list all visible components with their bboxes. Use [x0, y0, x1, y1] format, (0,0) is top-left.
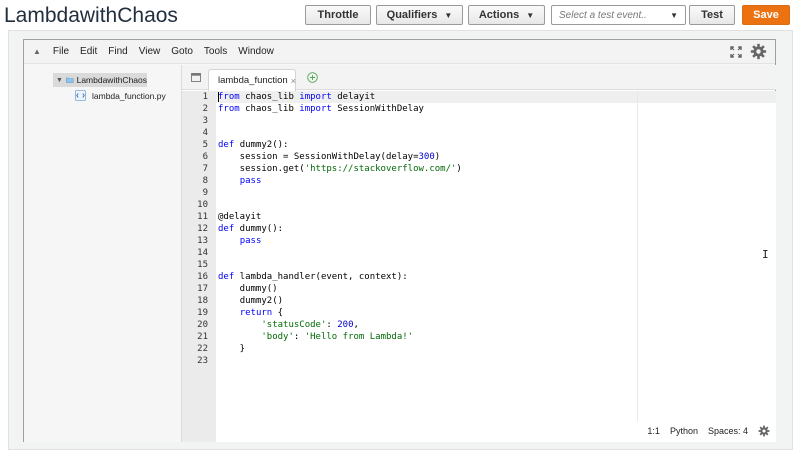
line-number: 16	[197, 272, 208, 282]
line-number: 1	[202, 92, 208, 102]
tree-root-label: LambdawithChaos	[76, 75, 147, 85]
tab-bar: lambda_function ×	[182, 65, 776, 91]
line-number: 4	[202, 128, 208, 138]
line-number: 23	[197, 356, 208, 366]
menu-find[interactable]: Find	[108, 46, 128, 57]
line-number: 22	[197, 344, 208, 354]
code-line: from chaos_lib import SessionWithDelay	[218, 104, 424, 114]
tab-lambda-function[interactable]: lambda_function ×	[208, 69, 296, 91]
menu-edit[interactable]: Edit	[80, 46, 98, 57]
caret-down-icon: ▼	[670, 10, 678, 20]
code-line: def dummy2():	[218, 140, 289, 150]
tree-file-item[interactable]: lambda_function.py	[75, 90, 166, 101]
code-line: def dummy():	[218, 224, 284, 234]
save-label: Save	[753, 9, 779, 21]
line-number: 13	[197, 236, 208, 246]
code-line: from chaos_lib import delayit	[218, 92, 376, 102]
code-line: }	[218, 344, 246, 354]
code-line: dummy()	[218, 284, 278, 294]
line-number: 2	[202, 104, 208, 114]
code-line: def lambda_handler(event, context):	[218, 272, 408, 282]
code-editor[interactable]: from chaos_lib import delayit from chaos_…	[216, 91, 776, 442]
expand-arrow-icon[interactable]: ▼	[56, 76, 63, 84]
qualifiers-dropdown[interactable]: Qualifiers ▼	[376, 5, 463, 25]
file-tree: ▼ LambdawithChaos lambda_function.py	[24, 65, 181, 442]
qualifiers-label: Qualifiers	[386, 9, 438, 21]
folder-icon	[65, 77, 74, 83]
line-number: 20	[197, 320, 208, 330]
function-name-title: LambdawithChaos	[4, 4, 178, 27]
line-number: 15	[197, 260, 208, 270]
tree-file-label: lambda_function.py	[92, 90, 166, 101]
code-line: pass	[239, 176, 262, 186]
add-tab-icon[interactable]	[307, 72, 318, 83]
caret-down-icon: ▼	[444, 10, 453, 20]
line-number: 8	[202, 176, 208, 186]
line-number: 10	[197, 200, 208, 210]
gear-icon[interactable]	[750, 43, 767, 60]
caret-down-icon: ▼	[526, 10, 535, 20]
code-line: session.get('https://stackoverflow.com/'…	[218, 164, 462, 174]
save-button[interactable]: Save	[742, 5, 790, 25]
menu-tools[interactable]: Tools	[203, 46, 228, 57]
cursor-position[interactable]: 1:1	[647, 426, 660, 436]
language-mode[interactable]: Python	[669, 426, 698, 436]
line-number: 12	[197, 224, 208, 234]
line-number: 3	[202, 116, 208, 126]
line-number: 21	[197, 332, 208, 342]
code-line: dummy2()	[239, 296, 284, 306]
tab-list-icon[interactable]	[191, 73, 201, 82]
code-line: 'body': 'Hello from Lambda!'	[261, 332, 414, 342]
menu-goto[interactable]: Goto	[171, 46, 193, 57]
test-label: Test	[701, 9, 723, 21]
throttle-label: Throttle	[317, 9, 359, 21]
fullscreen-expand-icon[interactable]	[730, 46, 742, 58]
code-line: return {	[239, 308, 284, 318]
collapse-triangle-icon[interactable]: ▲	[33, 47, 41, 56]
code-line: 'statusCode': 200,	[261, 320, 359, 330]
tree-root-folder[interactable]: ▼ LambdawithChaos	[53, 73, 147, 87]
print-margin	[637, 91, 638, 421]
line-number: 6	[202, 152, 208, 162]
actions-dropdown[interactable]: Actions ▼	[468, 5, 545, 25]
gear-icon[interactable]	[758, 425, 770, 437]
line-number: 17	[197, 284, 208, 294]
line-number: 11	[197, 212, 208, 222]
line-number: 14	[197, 248, 208, 258]
indent-setting[interactable]: Spaces: 4	[707, 426, 748, 436]
menu-view[interactable]: View	[138, 46, 161, 57]
tab-label: lambda_function	[218, 75, 288, 86]
code-line: @delayit	[218, 212, 262, 222]
line-number: 9	[202, 188, 208, 198]
python-file-icon	[75, 90, 86, 101]
status-bar: 1:1 Python Spaces: 4	[182, 420, 776, 442]
line-number: 19	[197, 308, 208, 318]
test-event-placeholder: Select a test event..	[559, 9, 647, 21]
actions-label: Actions	[478, 9, 520, 21]
text-cursor-icon: I	[762, 248, 769, 261]
code-line: pass	[239, 236, 262, 246]
active-line-highlight	[216, 91, 776, 103]
throttle-button[interactable]: Throttle	[305, 5, 371, 25]
menu-file[interactable]: File	[52, 46, 70, 57]
line-number: 5	[202, 140, 208, 150]
close-icon[interactable]: ×	[290, 75, 296, 86]
test-button[interactable]: Test	[689, 5, 735, 25]
cloud9-editor: ▲ File Edit Find View Goto Tools Window	[23, 39, 776, 442]
menu-bar: ▲ File Edit Find View Goto Tools Window	[24, 40, 775, 64]
line-number: 7	[202, 164, 208, 174]
menu-window[interactable]: Window	[238, 46, 274, 57]
test-event-select[interactable]: Select a test event.. ▼	[551, 5, 686, 25]
text-caret	[218, 92, 219, 102]
line-number: 18	[197, 296, 208, 306]
code-line: session = SessionWithDelay(delay=300)	[218, 152, 441, 162]
